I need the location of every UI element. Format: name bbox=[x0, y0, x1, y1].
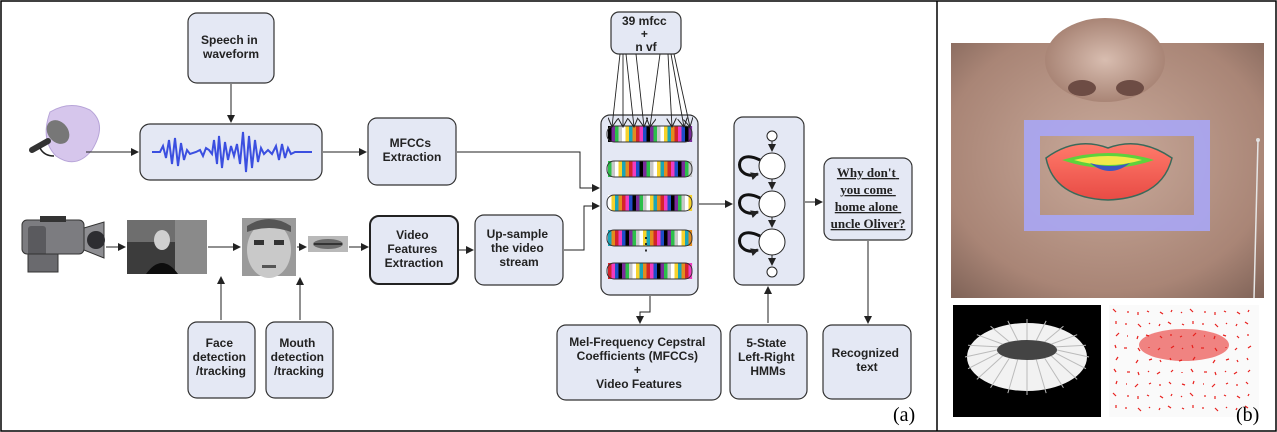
feature-vectors-panel: ⋮ bbox=[600, 114, 699, 296]
video-camera-icon bbox=[21, 216, 105, 273]
upsample-label: Up-sample the video stream bbox=[487, 227, 552, 269]
mel-frequency-features-label: Mel-Frequency Cepstral Coefficients (MFC… bbox=[569, 335, 708, 391]
recognized-sentence-box: Why don't you come home alone uncle Oliv… bbox=[823, 157, 913, 241]
recognized-text-box: Recognized text bbox=[822, 324, 912, 400]
feature-vector-ellipsis: ⋮ bbox=[637, 234, 655, 254]
lips-tracking-photo bbox=[951, 18, 1264, 299]
panel-b-caption: (b) bbox=[1236, 404, 1259, 426]
panel-a-caption: (a) bbox=[893, 404, 915, 426]
mouth-detection-box: Mouth detection /tracking bbox=[265, 321, 334, 399]
speech-in-waveform-label: Speech in waveform bbox=[201, 33, 261, 61]
video-features-extraction-label: Video Features Extraction bbox=[385, 228, 444, 270]
upsample-box: Up-sample the video stream bbox=[474, 214, 564, 286]
recognized-text-label: Recognized text bbox=[832, 346, 903, 374]
optical-flow-image bbox=[1109, 305, 1259, 417]
panel-a: Speech in waveform MFCCs Extraction bbox=[21, 11, 915, 426]
recognized-sentence-text: Why don't you come home alone uncle Oliv… bbox=[831, 165, 906, 231]
panel-b: (b) bbox=[951, 18, 1264, 426]
face-crop-image bbox=[242, 218, 296, 278]
mouth-crop-image bbox=[308, 236, 348, 252]
microphone-icon bbox=[29, 105, 100, 163]
feature-combo-box: 39 mfcc + n vf bbox=[610, 11, 682, 55]
speech-in-waveform-box: Speech in waveform bbox=[187, 12, 275, 84]
video-features-extraction-box: Video Features Extraction bbox=[369, 215, 459, 285]
face-detection-label: Face detection /tracking bbox=[193, 336, 250, 378]
hmm-states-panel bbox=[733, 116, 805, 286]
waveform-box bbox=[139, 123, 323, 181]
hmm-label-box: 5-State Left-Right HMMs bbox=[729, 324, 808, 400]
hmm-label: 5-State Left-Right HMMs bbox=[738, 336, 798, 378]
waveform-icon bbox=[152, 131, 312, 173]
lip-contour-image bbox=[953, 305, 1101, 417]
mfccs-extraction-label: MFCCs Extraction bbox=[383, 136, 442, 164]
feature-vector-stripes bbox=[606, 125, 693, 280]
mel-frequency-features-box: Mel-Frequency Cepstral Coefficients (MFC… bbox=[556, 324, 722, 401]
face-detection-box: Face detection /tracking bbox=[187, 321, 256, 399]
video-frame-image bbox=[127, 220, 207, 274]
feature-combo-label: 39 mfcc + n vf bbox=[622, 14, 670, 54]
mouth-detection-label: Mouth detection /tracking bbox=[271, 336, 328, 378]
mfccs-extraction-box: MFCCs Extraction bbox=[367, 117, 457, 186]
flow-arrows bbox=[86, 53, 872, 324]
